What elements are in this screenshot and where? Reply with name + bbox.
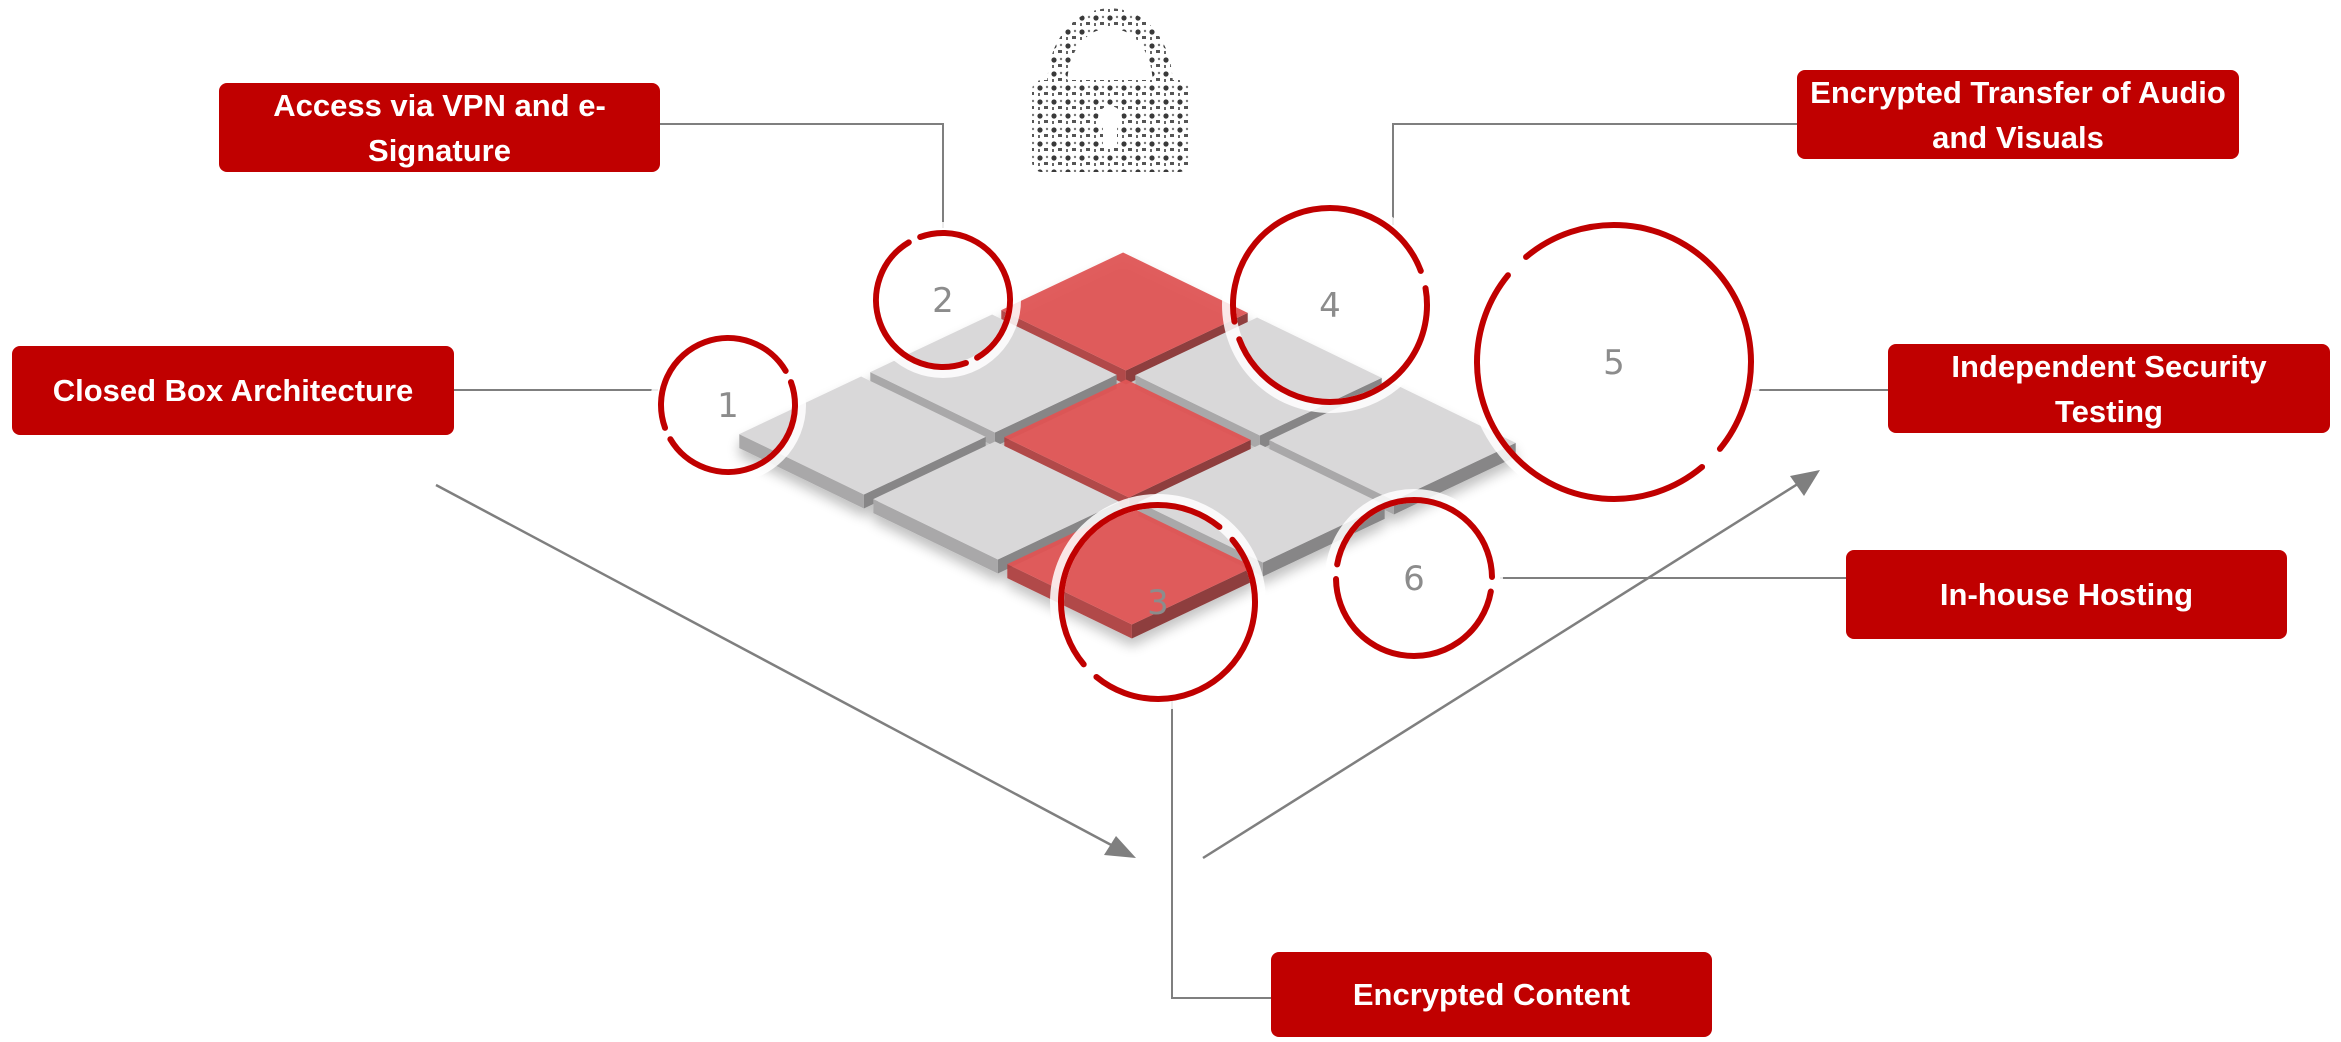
ring-number-3: 3 <box>1147 583 1169 623</box>
right-arrowhead <box>1790 470 1820 496</box>
connector-3 <box>1172 700 1272 998</box>
label-text-2: Access via VPN and e-Signature <box>231 83 648 173</box>
ring-number-6: 6 <box>1403 559 1425 599</box>
label-encrypted-content: Encrypted Content <box>1271 952 1712 1037</box>
ring-number-5: 5 <box>1603 343 1625 383</box>
padlock-icon <box>1032 18 1189 172</box>
ring-number-2: 2 <box>932 281 954 321</box>
label-access-via-vpn: Access via VPN and e-Signature <box>219 83 660 172</box>
label-encrypted-transfer: Encrypted Transfer of Audio and Visuals <box>1797 70 2239 159</box>
label-independent-security-testing: Independent Security Testing <box>1888 344 2330 433</box>
label-text-1: Closed Box Architecture <box>53 368 414 413</box>
tile-board <box>739 252 1515 638</box>
connector-2 <box>658 124 943 228</box>
left-arrowhead <box>1104 836 1136 858</box>
ring-5: 5 <box>1421 169 1807 555</box>
label-text-3: Encrypted Content <box>1353 972 1630 1017</box>
label-in-house-hosting: In-house Hosting <box>1846 550 2287 639</box>
label-closed-box-architecture: Closed Box Architecture <box>12 346 454 435</box>
ring-number-1: 1 <box>717 386 739 426</box>
label-text-5: Independent Security Testing <box>1900 344 2318 434</box>
ring-number-4: 4 <box>1319 286 1341 326</box>
label-text-4: Encrypted Transfer of Audio and Visuals <box>1809 70 2227 160</box>
connector-4 <box>1393 124 1798 225</box>
label-text-6: In-house Hosting <box>1940 572 2193 617</box>
